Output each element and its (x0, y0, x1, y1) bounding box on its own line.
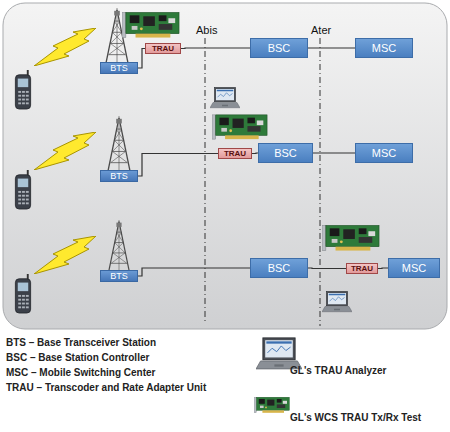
key-line: MSC – Mobile Switching Center (6, 367, 155, 378)
bsc-box: BSC (250, 258, 308, 278)
legend-text: GL's TRAU Analyzer (290, 365, 386, 376)
node-text: MSC (372, 147, 396, 159)
node-text: BTS (110, 63, 128, 73)
bts-label: BTS (100, 170, 138, 182)
link-line (138, 268, 250, 276)
bts-label: BTS (100, 62, 138, 74)
node-text: TRAU (152, 44, 174, 53)
legend-text: GL's WCS TRAU Tx/Rx Test (290, 412, 421, 423)
node-text: BTS (110, 271, 128, 281)
bsc-box: BSC (250, 38, 308, 58)
bts-label: BTS (100, 270, 138, 282)
link-line (378, 268, 388, 270)
key-line: BSC – Base Station Controller (6, 352, 149, 363)
node-text: MSC (402, 262, 426, 274)
key-line: BTS – Base Transceiver Station (6, 337, 156, 348)
msc-box: MSC (355, 143, 413, 163)
trau-box: TRAU (218, 148, 252, 159)
trau-box: TRAU (346, 263, 378, 274)
link-line (308, 268, 346, 270)
trau-box: TRAU (145, 43, 181, 54)
link-line (138, 154, 218, 177)
node-text: TRAU (351, 264, 373, 273)
node-text: BSC (274, 147, 297, 159)
msc-box: MSC (388, 258, 440, 278)
key-line: TRAU – Transcoder and Rate Adapter Unit (6, 382, 206, 393)
msc-box: MSC (355, 38, 413, 58)
link-line (138, 49, 145, 69)
link-line (308, 48, 355, 49)
node-text: MSC (372, 42, 396, 54)
node-text: BSC (268, 42, 291, 54)
diagram-label: Abis (196, 24, 217, 36)
node-text: BTS (110, 171, 128, 181)
node-text: BSC (268, 262, 291, 274)
diagram-label: Ater (311, 24, 331, 36)
link-line (313, 153, 355, 154)
bsc-box: BSC (258, 143, 313, 163)
link-line (181, 48, 250, 50)
node-text: TRAU (224, 149, 246, 158)
